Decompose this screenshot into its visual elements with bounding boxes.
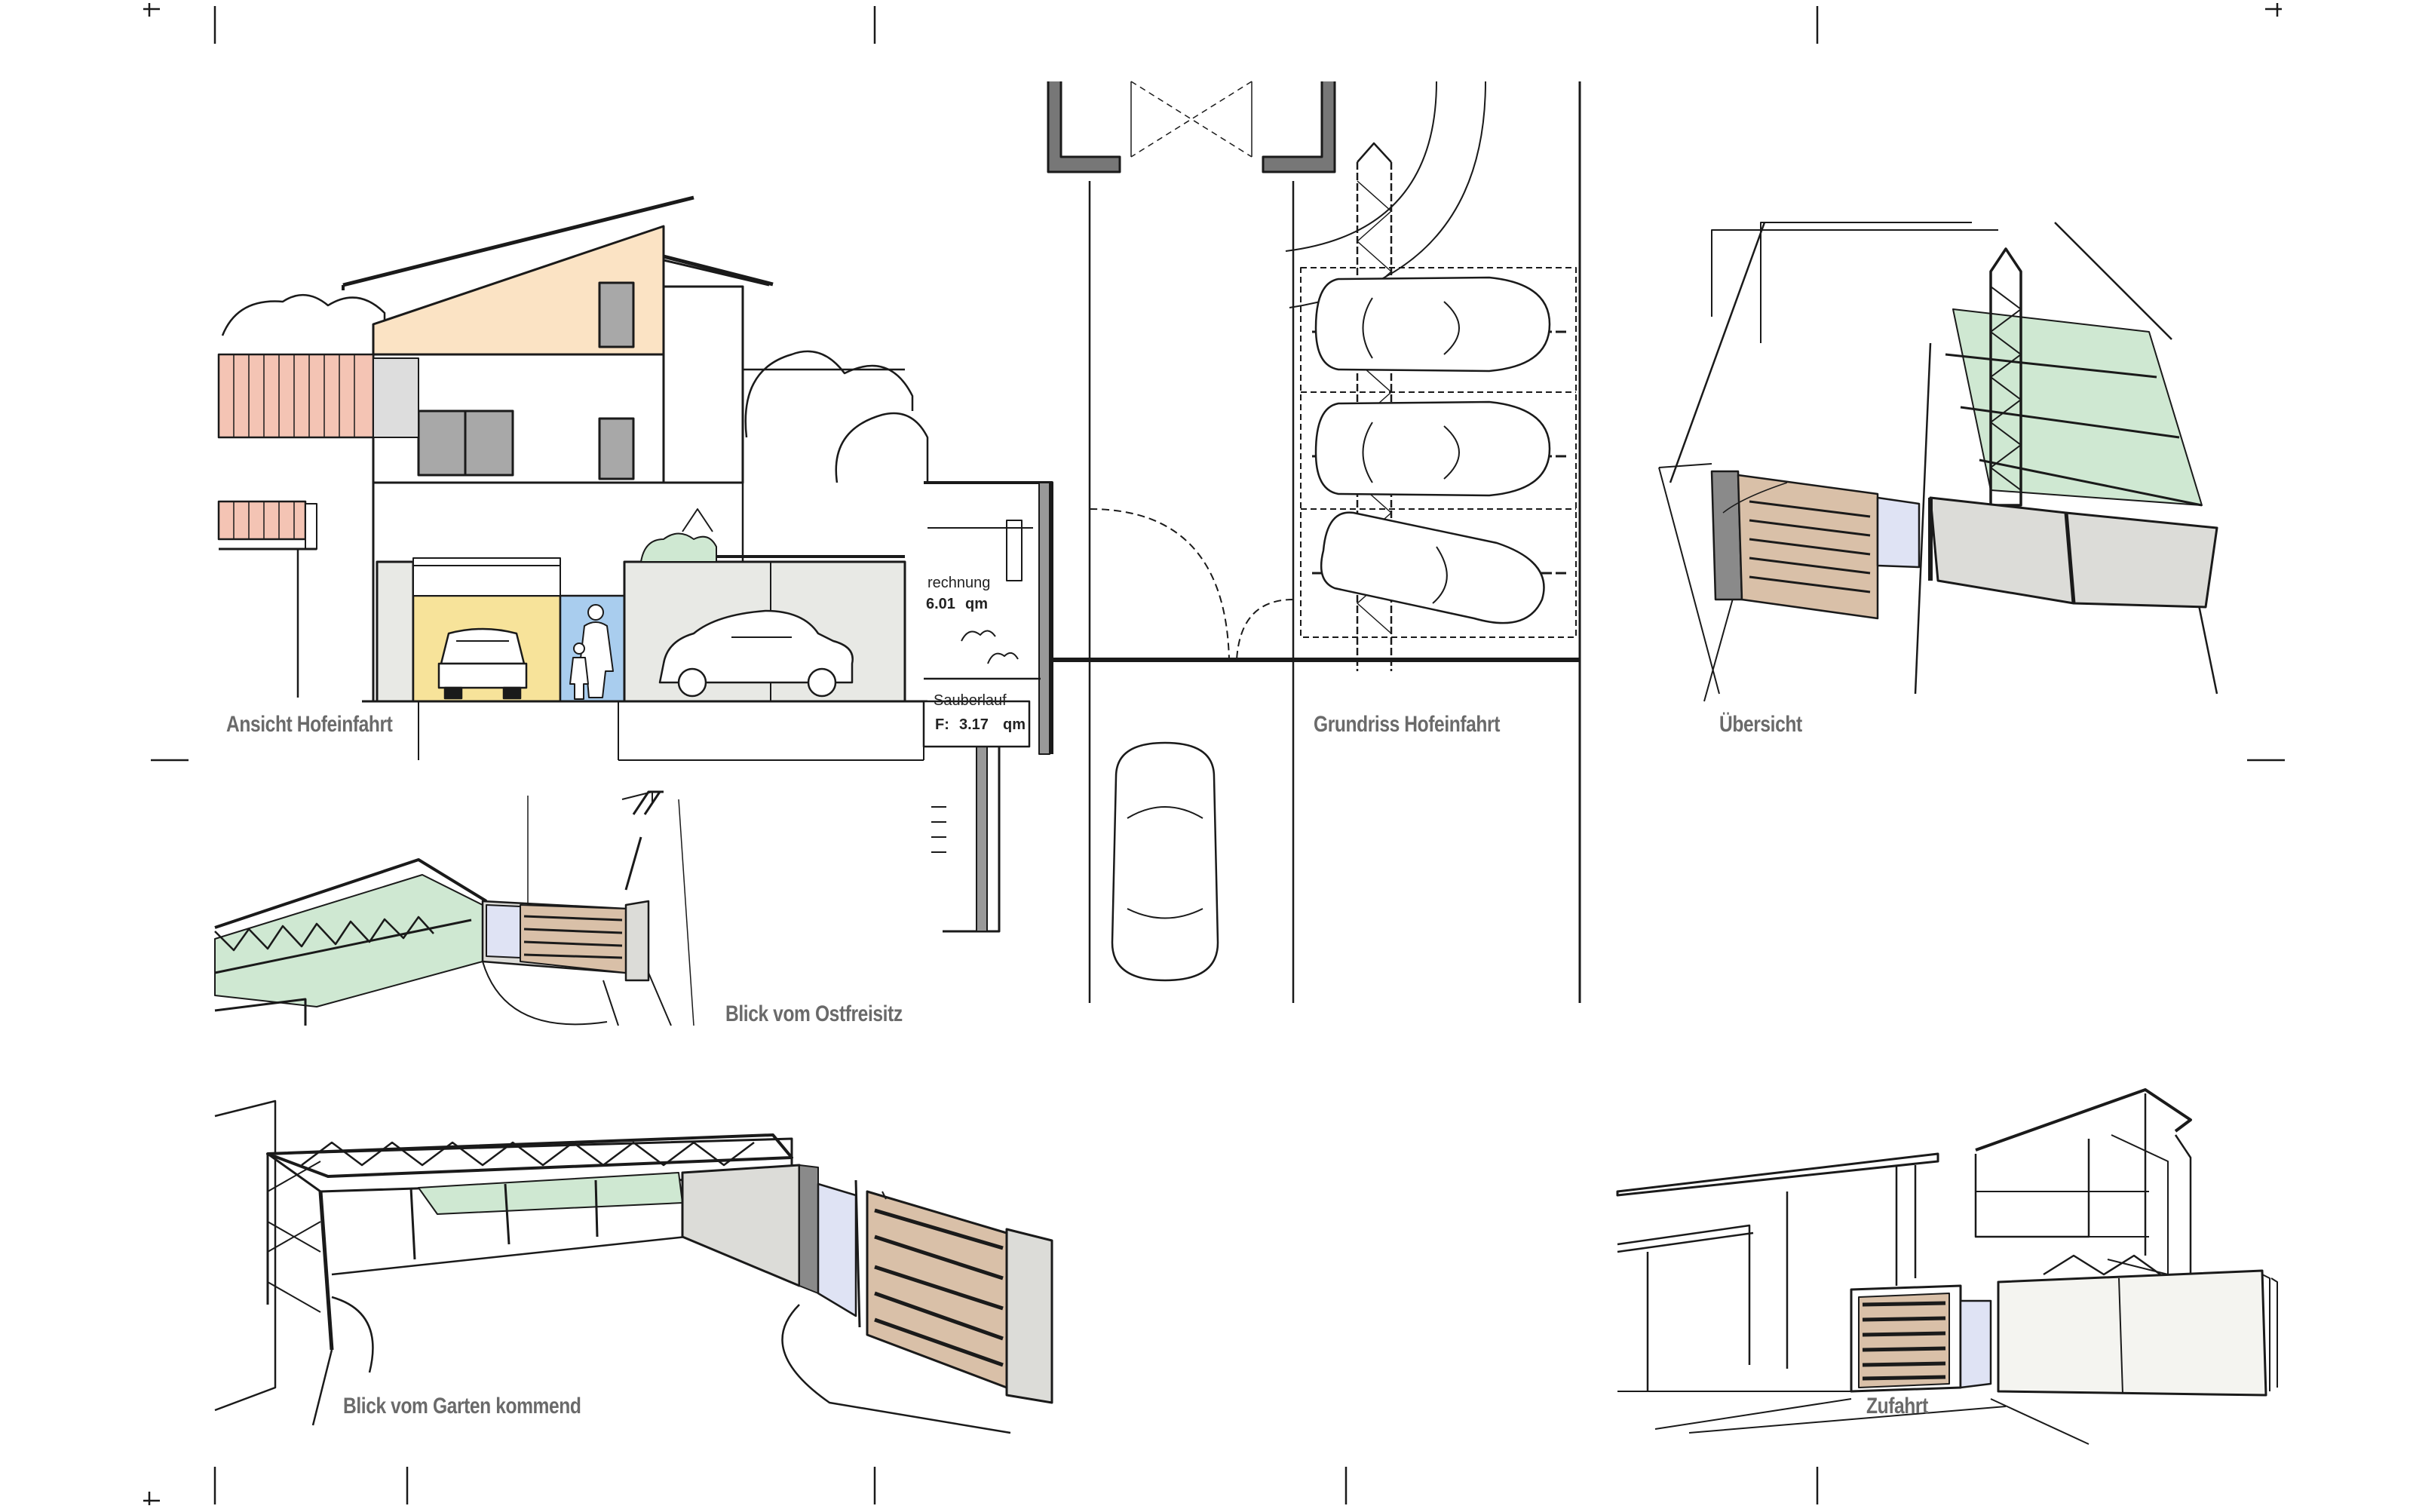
floorplan-drawing <box>922 81 1581 1003</box>
room-area-value: 6.01 <box>926 596 955 612</box>
caption-blick-vom-garten-kommend: Blick vom Garten kommend <box>343 1394 581 1418</box>
caption-grundriss-hofeinfahrt: Grundriss Hofeinfahrt <box>1314 712 1500 737</box>
room-name-label: rechnung <box>927 575 991 591</box>
elevation-drawing <box>217 195 929 761</box>
room2-area-prefix: F: <box>935 716 949 733</box>
room-area-unit: qm <box>965 596 988 612</box>
room2-area-unit: qm <box>1003 716 1026 733</box>
caption-uebersicht: Übersicht <box>1719 712 1802 737</box>
garten-drawing <box>214 1099 1053 1434</box>
room2-area-value: 3.17 <box>959 716 989 733</box>
crop-marks <box>143 3 2285 1505</box>
room2-name-label: Sauberlauf <box>934 692 1007 709</box>
overview-drawing <box>1658 222 2218 702</box>
caption-zufahrt: Zufahrt <box>1866 1394 1928 1418</box>
ostfreisitz-drawing <box>214 790 694 1026</box>
zufahrt-drawing <box>1616 1088 2278 1445</box>
caption-ansicht-hofeinfahrt: Ansicht Hofeinfahrt <box>226 712 393 737</box>
caption-blick-vom-ostfreisitz: Blick vom Ostfreisitz <box>725 1001 903 1026</box>
